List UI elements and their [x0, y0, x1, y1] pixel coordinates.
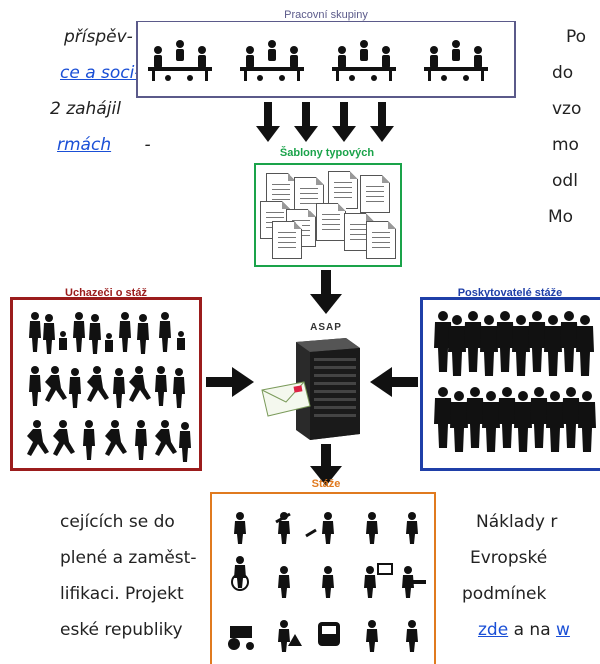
meeting-groups-icon: [148, 40, 488, 81]
four-arrows-down-icon: [256, 102, 394, 142]
left-text-line4: rmách -: [57, 127, 151, 163]
left-text-line1: příspěv-: [64, 27, 133, 47]
pracovni-skupiny-title: Pracovní skupiny: [136, 9, 516, 21]
poskytovatele-box: [420, 297, 600, 471]
left-text-suffix: -: [144, 135, 151, 155]
envelope-icon: [261, 381, 311, 417]
people-silhouettes-icon: [27, 312, 191, 462]
bottom-right-link-zde[interactable]: zde: [478, 620, 509, 640]
right-text-line3: vzo: [552, 99, 582, 119]
staze-box: [210, 492, 436, 664]
bottom-left-line4: eské republiky: [60, 620, 183, 640]
bottom-right-mid: a na: [513, 620, 551, 640]
right-text-line5: odl: [552, 171, 578, 191]
bottom-right-link-w[interactable]: w: [556, 620, 570, 640]
pracovni-skupiny-box: [136, 20, 516, 98]
sablony-box: [254, 163, 402, 267]
left-text-link2[interactable]: rmách: [57, 135, 112, 155]
asap-label: ASAP: [310, 322, 342, 333]
bottom-left-line3: lifikaci. Projekt: [60, 584, 184, 604]
sablony-title: Šablony typových: [279, 147, 375, 159]
right-text-line4: mo: [552, 135, 579, 155]
server-icon: [261, 338, 360, 440]
bottom-right-line1: Náklady r: [476, 512, 558, 532]
arrow-down-icon: [310, 270, 342, 314]
profession-icons-icon: [228, 512, 426, 652]
right-text-line2: do: [552, 63, 574, 83]
poskytovatele-title: Poskytovatelé stáže: [457, 287, 563, 299]
right-text-line6: Mo: [548, 207, 574, 227]
bottom-left-line2: plené a zaměst-: [60, 548, 197, 568]
business-people-icon: [434, 311, 596, 452]
arrow-right-icon: [206, 367, 254, 397]
bottom-right-line4: zde a na w: [478, 612, 570, 648]
bottom-right-line3: podmínek: [462, 584, 547, 604]
bottom-left-line1: cejících se do: [60, 512, 175, 532]
uchazeci-box: [10, 297, 202, 471]
uchazeci-title: Uchazeči o stáž: [65, 287, 147, 299]
staze-title: Stáže: [311, 478, 341, 490]
arrow-down-icon-2: [310, 444, 342, 486]
left-text-line3: 2 zahájil: [50, 99, 121, 119]
bottom-right-line2: Evropské: [470, 548, 548, 568]
document-stack-icon: [256, 165, 400, 265]
right-text-line1: Po: [566, 27, 587, 47]
arrow-left-icon: [370, 367, 418, 397]
left-text-link1[interactable]: ce a soci-: [60, 63, 141, 83]
